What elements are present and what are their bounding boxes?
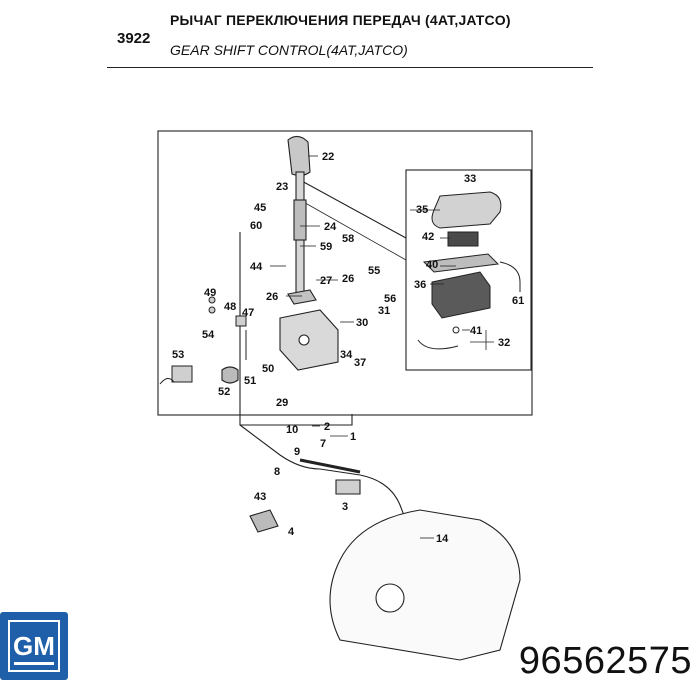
gm-logo-frame [8,620,60,672]
callout-23: 23 [276,181,288,193]
indicator-cover [431,191,502,229]
callout-8: 8 [274,466,280,478]
callout-48: 48 [224,301,236,313]
callout-45: 45 [254,202,266,214]
callout-49: 49 [204,287,216,299]
header-divider [107,67,593,68]
callout-50: 50 [262,363,274,375]
indicator-housing [431,271,491,319]
callout-55: 55 [368,265,380,277]
callout-31: 31 [378,305,390,317]
gm-logo-text: GM [13,631,55,661]
callout-56: 56 [384,293,396,305]
callout-42: 42 [422,231,434,243]
callout-27: 27 [320,275,332,287]
callout-2: 2 [324,421,330,433]
cable-bracket [335,479,361,495]
callout-36: 36 [414,279,426,291]
part-number: 96562575 [518,640,692,682]
callout-51: 51 [244,375,256,387]
callout-34: 34 [340,349,353,361]
indicator-plate [447,231,479,247]
shift-lever [287,135,311,299]
callout-4: 4 [288,526,295,538]
callout-43: 43 [254,491,266,503]
callout-labels: 22 23 45 60 24 59 58 44 27 26 49 48 47 2… [172,151,524,545]
callout-47: 47 [242,307,254,319]
transmission-housing [329,509,521,661]
callout-52: 52 [218,386,230,398]
callout-35: 35 [416,204,428,216]
callout-26: 26 [342,273,354,285]
callout-58: 58 [342,233,354,245]
callout-33: 33 [464,173,476,185]
subassembly-frame-left [239,232,353,426]
callout-22: 22 [322,151,334,163]
callout-54: 54 [202,329,215,341]
callout-29: 29 [276,397,288,409]
callout-32: 32 [498,337,510,349]
assembly-frame [157,130,533,416]
callout-59: 59 [320,241,332,253]
callout-53: 53 [172,349,184,361]
indicator-bezel [422,253,500,273]
callout-14: 14 [436,533,449,545]
title-english: GEAR SHIFT CONTROL(4AT,JATCO) [170,42,408,58]
callout-44: 44 [250,261,263,273]
callout-30: 30 [356,317,368,329]
callout-60: 60 [250,220,262,232]
callout-9: 9 [294,446,300,458]
indicator-inset-frame [405,169,532,371]
callout-24: 24 [324,221,337,233]
base-bracket [221,289,339,384]
callout-41: 41 [470,325,482,337]
callout-37: 37 [354,357,366,369]
title-russian: РЫЧАГ ПЕРЕКЛЮЧЕНИЯ ПЕРЕДАЧ (4AT,JATCO) [170,12,511,28]
gm-logo: GM [0,612,68,680]
gm-logo-underline [14,662,54,665]
callout-3: 3 [342,501,348,513]
callout-26b: 26 [266,291,278,303]
catalog-code: 3922 [117,30,151,47]
callout-10: 10 [286,424,298,436]
callout-1: 1 [350,431,356,443]
callout-7: 7 [320,438,326,450]
callout-40: 40 [426,259,438,271]
callout-61: 61 [512,295,524,307]
